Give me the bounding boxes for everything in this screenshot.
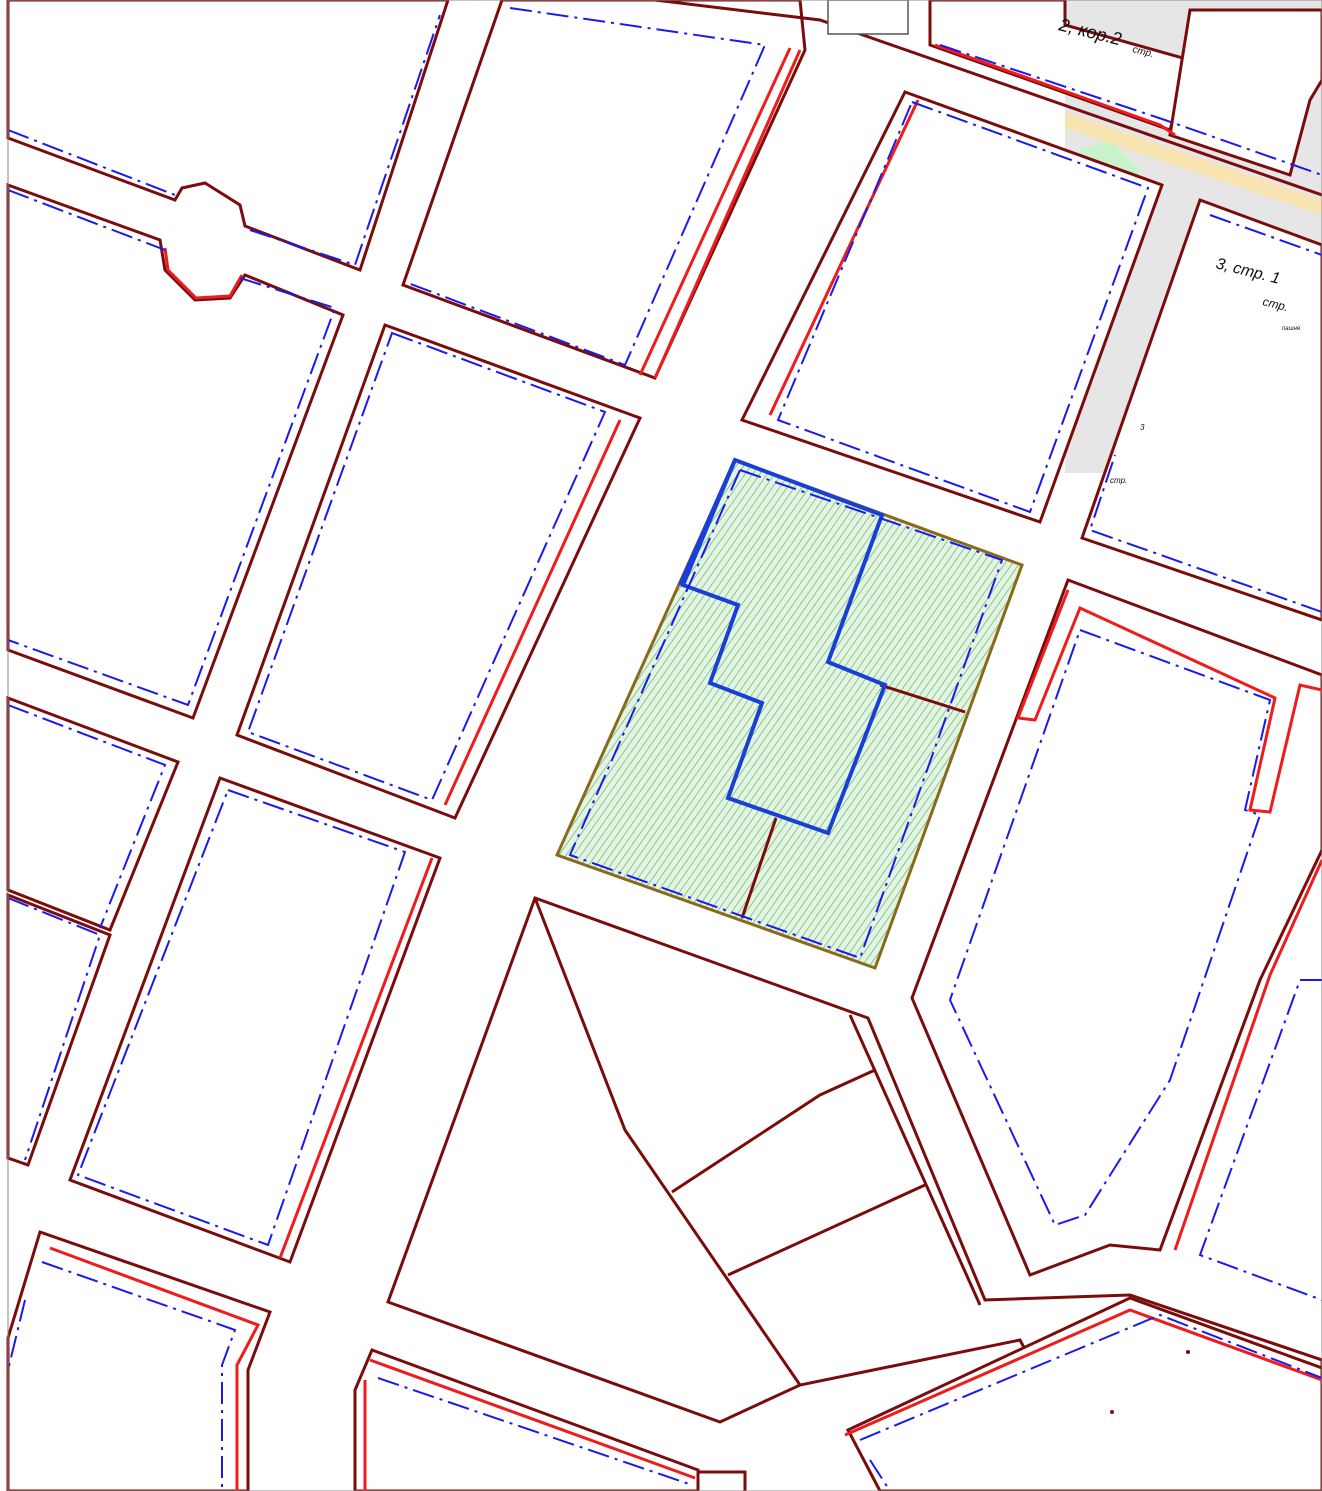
- block-top-road: [654, 0, 1322, 197]
- lower-mid-div-2: [727, 1183, 926, 1277]
- block-r2-far-right: [1080, 198, 1322, 622]
- lower-mid-div-1: [671, 1068, 876, 1194]
- block-r3-right: [910, 578, 1322, 1277]
- building-outline[interactable]: [680, 457, 888, 836]
- plot-division-1: [879, 683, 966, 714]
- label-addr-2-small: пашня: [1282, 326, 1301, 332]
- label-str-small: стр.: [1110, 476, 1127, 485]
- lower-mid-inner: [533, 897, 802, 1386]
- block-bottom-right: [845, 1296, 1322, 1491]
- label-num-3: 3: [1140, 423, 1145, 432]
- dot-2: [1110, 1410, 1114, 1414]
- red-lines: [49, 43, 1322, 1491]
- highlighted-plot: [554, 458, 1024, 970]
- plot-dashdot: [568, 468, 1004, 960]
- block-r2-mid: [235, 323, 643, 820]
- label-addr-2-suffix: стр.: [1261, 294, 1289, 314]
- block-top-far-right: [1168, 8, 1322, 177]
- blue-dashdot-lines: [7, 7, 1322, 1491]
- block-r2-right: [739, 90, 1164, 524]
- small-box-top: [827, 0, 909, 35]
- label-addr-1-suffix: стр.: [1131, 44, 1155, 60]
- plot-division-2: [740, 817, 778, 919]
- lower-mid-edge: [848, 1014, 982, 1306]
- dot-1: [1186, 1350, 1190, 1354]
- block-r3-left: [6, 695, 180, 932]
- block-bottom-left: [6, 1230, 272, 1491]
- block-r3-mid: [68, 776, 442, 1264]
- block-top-mid: [401, 0, 807, 380]
- bottom-road: [698, 1470, 747, 1491]
- block-top-left: [6, 0, 450, 272]
- block-r2-left: [6, 182, 345, 720]
- road-strip: [1065, 112, 1322, 215]
- map-frame: [7, 0, 1322, 1491]
